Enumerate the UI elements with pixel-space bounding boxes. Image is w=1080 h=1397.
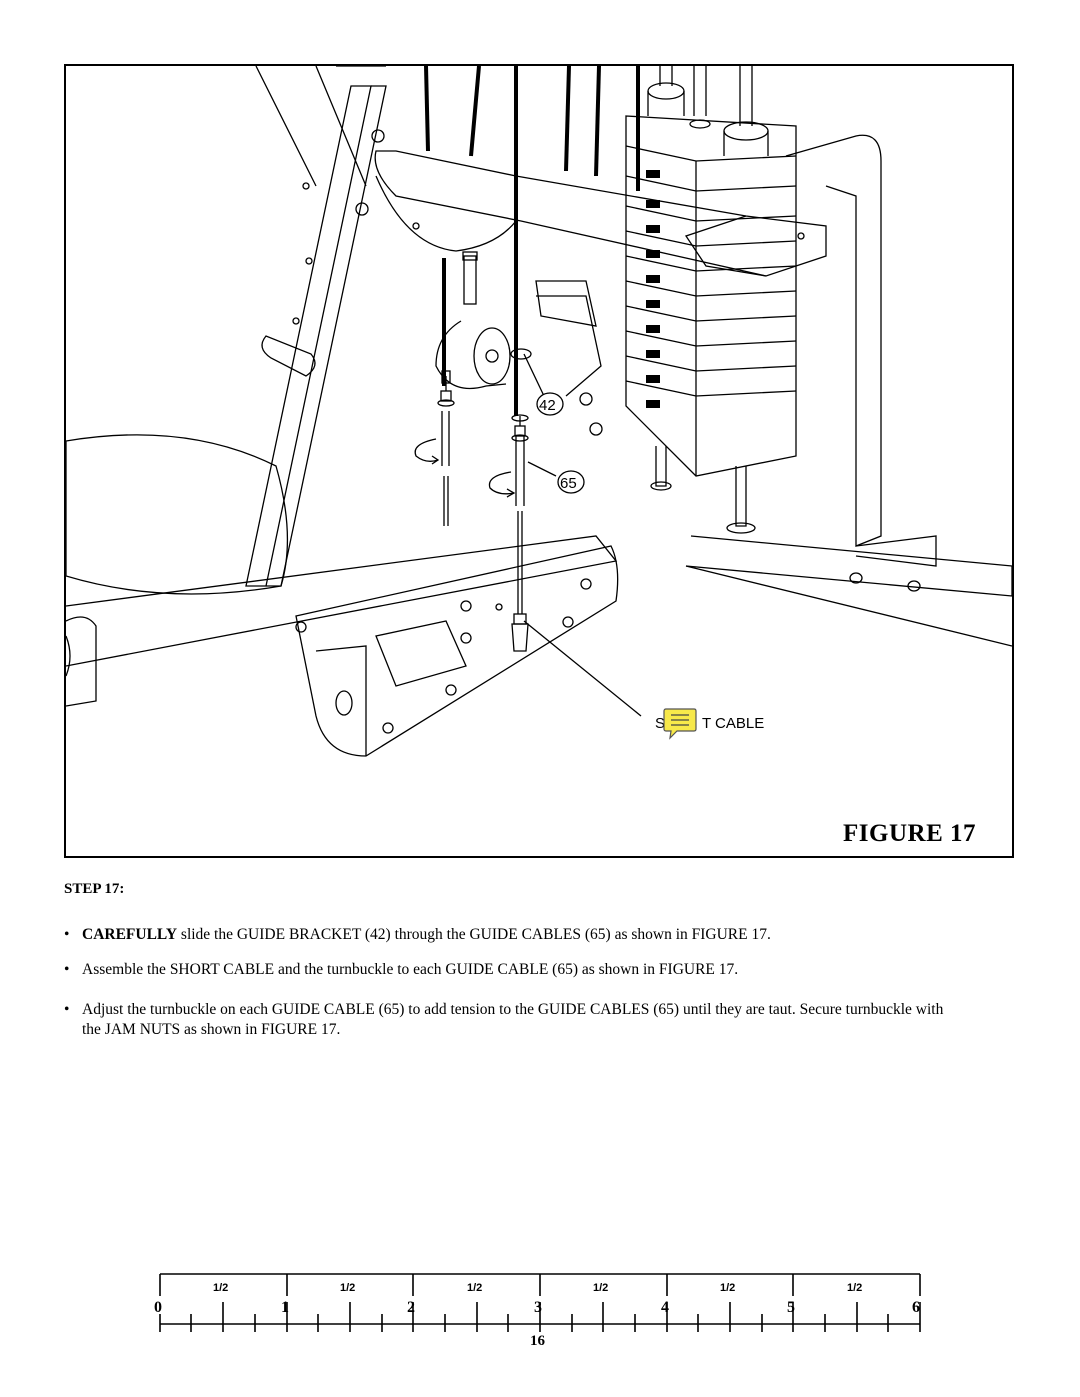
ruler-inch-2: 2 [407, 1299, 415, 1316]
instruction-bullet-3: • Adjust the turnbuckle on each GUIDE CA… [64, 1000, 964, 1040]
ruler-half-label: 1/2 [467, 1282, 483, 1294]
ruler-inch-4: 4 [661, 1299, 669, 1316]
ruler-half-label: 1/2 [213, 1282, 229, 1294]
bullet-dot: • [64, 926, 70, 943]
assembly-drawing [66, 66, 1012, 757]
step-heading: STEP 17: [64, 881, 125, 897]
bullet-dot: • [64, 961, 70, 978]
ruler-inch-6: 6 [912, 1299, 920, 1316]
ruler-half-label: 1/2 [340, 1282, 356, 1294]
ruler-half-label: 1/2 [847, 1282, 863, 1294]
bullet-text: Assemble the SHORT CABLE and the turnbuc… [82, 961, 739, 978]
instruction-bullet-2: • Assemble the SHORT CABLE and the turnb… [64, 960, 994, 980]
ruler-inch-1: 1 [281, 1299, 289, 1316]
instruction-bullet-1: • CAREFULLY slide the GUIDE BRACKET (42)… [64, 925, 994, 945]
callout-guide-bracket: 42 [539, 397, 556, 414]
bullet-text: slide the GUIDE BRACKET (42) through the… [177, 926, 771, 943]
short-cable-label-start: S [655, 715, 666, 732]
ruler-half-label: 1/2 [720, 1282, 736, 1294]
short-cable-label-end: T CABLE [702, 715, 765, 732]
ruler-inch-3: 3 [534, 1299, 542, 1316]
bullet-emphasis: CAREFULLY [82, 926, 178, 943]
comment-note-icon[interactable] [663, 706, 697, 740]
figure-17-frame: 42 65 S T CABLE FIGURE 17 [64, 64, 1014, 858]
page-number: 16 [530, 1333, 545, 1349]
bullet-dot: • [64, 1001, 70, 1018]
callout-guide-cable: 65 [560, 475, 577, 492]
ruler-inch-0: 0 [154, 1299, 162, 1316]
bullet-text: Adjust the turnbuckle on each GUIDE CABL… [82, 1001, 944, 1038]
ruler-half-label: 1/2 [593, 1282, 609, 1294]
figure-title: FIGURE 17 [843, 820, 976, 847]
inch-ruler: 1/2 1/2 1/2 1/2 1/2 1/2 0 1 2 3 4 5 6 [150, 1262, 930, 1382]
ruler-inch-5: 5 [787, 1299, 795, 1316]
